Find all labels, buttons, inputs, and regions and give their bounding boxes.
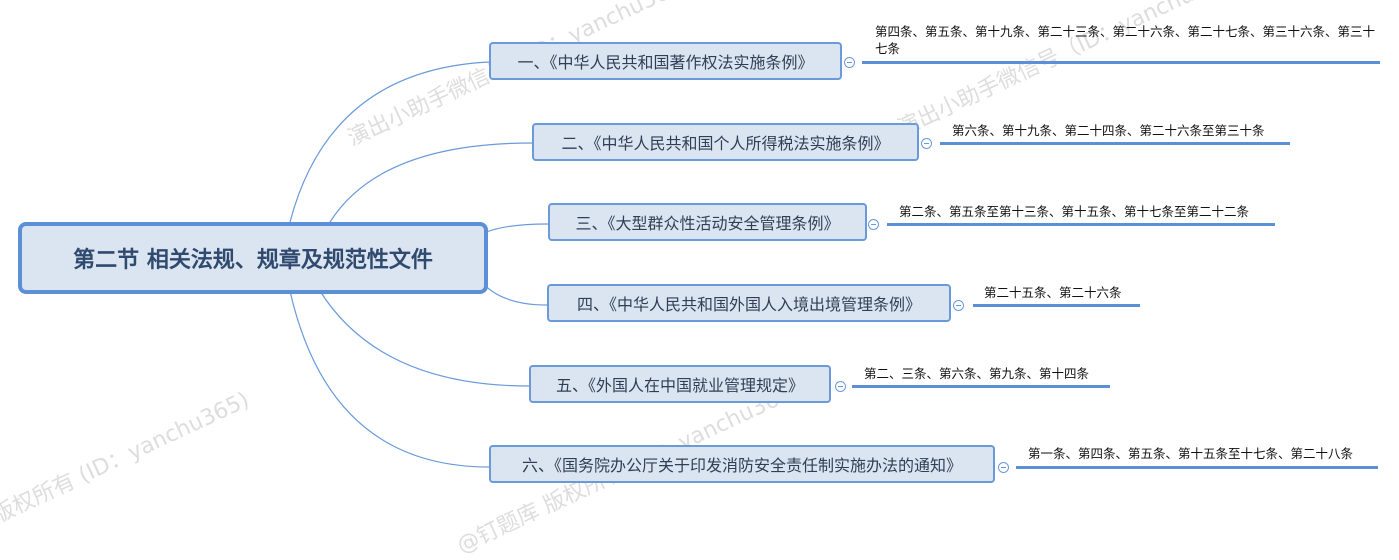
leaf-underline xyxy=(852,385,1110,388)
leaf-topic[interactable]: 第二、三条、第六条、第九条、第十四条 xyxy=(864,366,1090,381)
branch-topic[interactable]: 五、《外国人在中国就业管理规定》 xyxy=(529,365,831,403)
collapse-icon[interactable] xyxy=(998,462,1009,473)
collapse-icon[interactable] xyxy=(835,381,846,392)
collapse-icon[interactable] xyxy=(868,219,879,230)
leaf-underline xyxy=(1016,466,1378,469)
leaf-topic[interactable]: 第二十五条、第二十六条 xyxy=(984,285,1122,300)
collapse-icon[interactable] xyxy=(921,138,932,149)
branch-topic[interactable]: 六、《国务院办公厅关于印发消防安全责任制实施办法的通知》 xyxy=(489,445,995,483)
leaf-underline xyxy=(973,304,1140,307)
leaf-underline xyxy=(862,61,1380,64)
leaf-underline xyxy=(940,142,1290,145)
root-topic[interactable]: 第二节 相关法规、规章及规范性文件 xyxy=(18,222,488,294)
leaf-topic[interactable]: 第一条、第四条、第五条、第十五条至十七条、第二十八条 xyxy=(1028,446,1354,461)
leaf-topic[interactable]: 第二条、第五条至第十三条、第十五条、第十七条至第二十二条 xyxy=(899,204,1250,219)
leaf-underline xyxy=(887,223,1275,226)
leaf-topic[interactable]: 第六条、第十九条、第二十四条、第二十六条至第三十条 xyxy=(952,123,1265,138)
branch-topic[interactable]: 三、《大型群众性活动安全管理条例》 xyxy=(548,203,867,241)
branch-topic[interactable]: 四、《中华人民共和国外国人入境出境管理条例》 xyxy=(547,284,951,322)
collapse-icon[interactable] xyxy=(844,57,855,68)
collapse-icon[interactable] xyxy=(953,300,964,311)
branch-topic[interactable]: 一、《中华人民共和国著作权法实施条例》 xyxy=(489,42,842,80)
branch-topic[interactable]: 二、《中华人民共和国个人所得税法实施条例》 xyxy=(532,123,919,161)
leaf-topic[interactable]: 第四条、第五条、第十九条、第二十三条、第二十六条、第二十七条、第三十六条、第三十… xyxy=(875,24,1376,56)
